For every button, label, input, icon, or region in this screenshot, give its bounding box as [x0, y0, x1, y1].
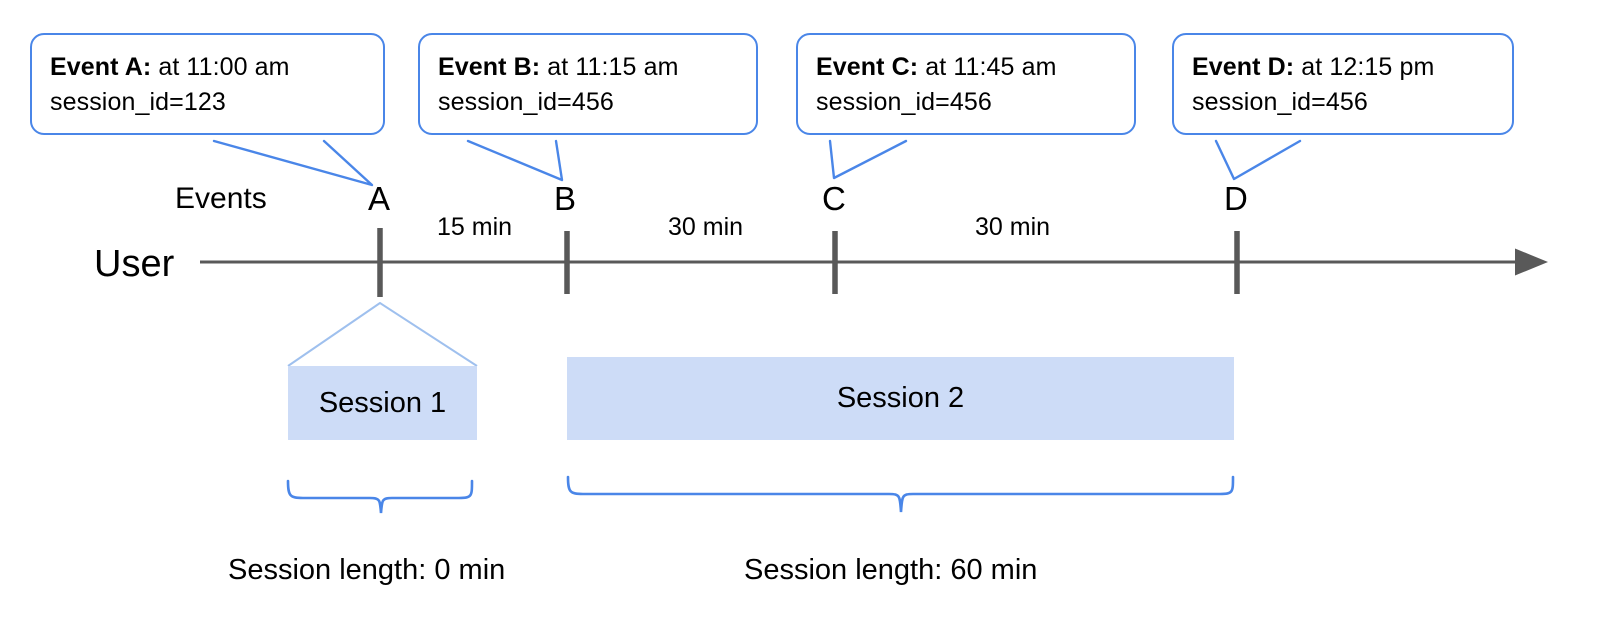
callout-b-session: session_id=456 — [438, 88, 614, 116]
callout-b-lead: Event B: — [438, 53, 541, 81]
event-label-a: A — [368, 180, 391, 217]
session-1-length-label: Session length: 0 min — [228, 554, 506, 586]
callout-d-session: session_id=456 — [1192, 88, 1368, 116]
callout-c-time: at 11:45 am — [918, 53, 1057, 81]
session1-brace — [286, 479, 474, 514]
event-label-b: B — [554, 180, 577, 217]
callout-event-b[interactable]: Event B: at 11:15 am session_id=456 — [418, 33, 758, 135]
callout-tail-c — [828, 139, 908, 180]
callout-event-a[interactable]: Event A: at 11:00 am session_id=123 — [30, 33, 385, 135]
user-row-label: User — [94, 243, 175, 285]
session-2-length-label: Session length: 60 min — [744, 554, 1038, 586]
interval-label-b-c: 30 min — [668, 213, 744, 241]
session1-funnel — [287, 302, 478, 367]
callout-tail-b — [466, 139, 564, 182]
callout-event-c[interactable]: Event C: at 11:45 am session_id=456 — [796, 33, 1136, 135]
interval-label-a-b: 15 min — [437, 213, 513, 241]
callout-d-lead: Event D: — [1192, 53, 1295, 81]
callout-event-d[interactable]: Event D: at 12:15 pm session_id=456 — [1172, 33, 1514, 135]
callout-a-session: session_id=123 — [50, 88, 226, 116]
session-bar-2[interactable]: Session 2 — [567, 357, 1234, 440]
session-bar-2-label: Session 2 — [836, 382, 965, 414]
session-bar-1[interactable]: Session 1 — [288, 366, 477, 440]
event-label-d: D — [1224, 180, 1248, 217]
callout-a-lead: Event A: — [50, 53, 152, 81]
interval-label-c-d: 30 min — [975, 213, 1051, 241]
callout-b-time: at 11:15 am — [540, 53, 679, 81]
callout-a-time: at 11:00 am — [151, 53, 290, 81]
callout-c-lead: Event C: — [816, 53, 919, 81]
callout-tail-a — [212, 139, 374, 187]
event-label-c: C — [822, 180, 846, 217]
session-bar-1-label: Session 1 — [318, 386, 447, 419]
callout-tail-d — [1214, 139, 1302, 181]
callout-c-session: session_id=456 — [816, 88, 992, 116]
session2-brace — [566, 475, 1235, 513]
callout-d-time: at 12:15 pm — [1294, 53, 1435, 81]
events-row-label: Events — [175, 182, 267, 215]
